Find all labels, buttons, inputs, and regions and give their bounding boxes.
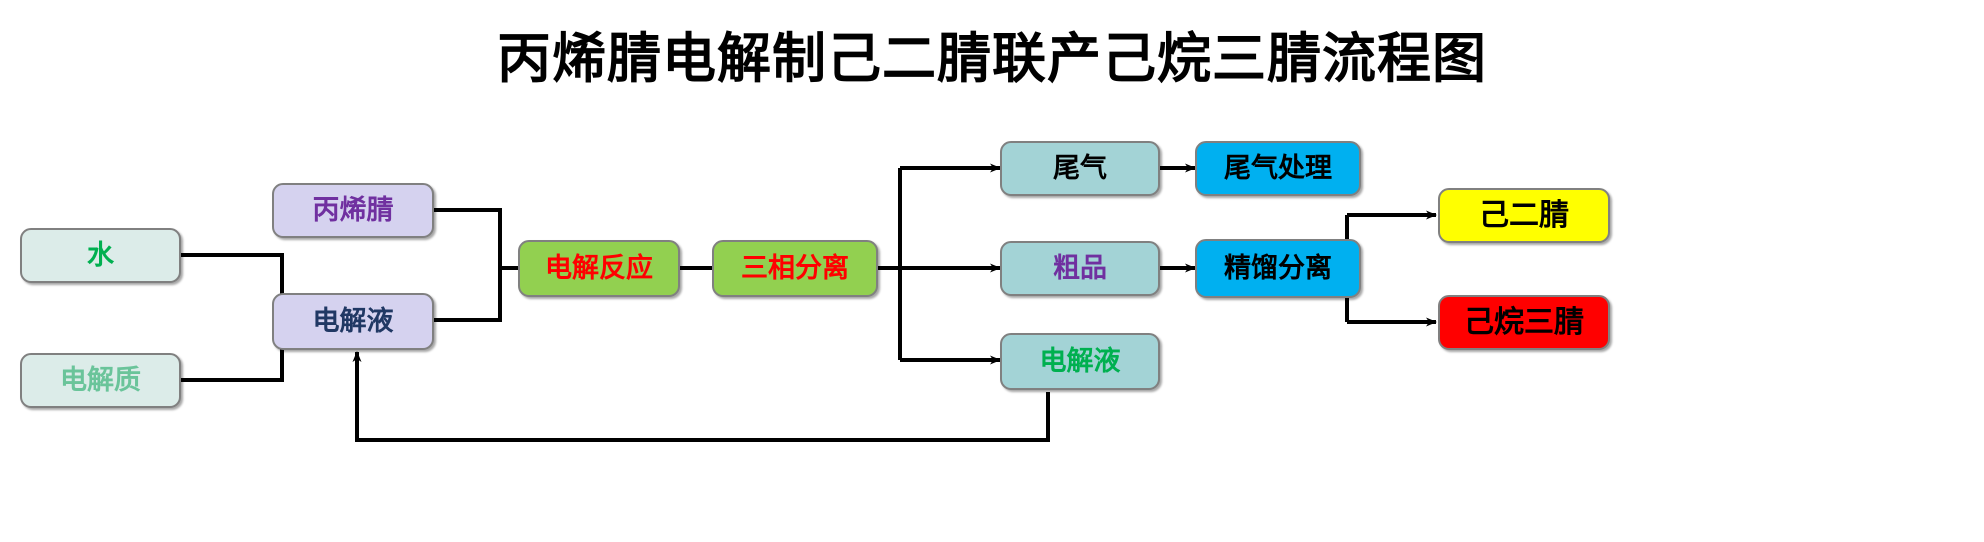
page-title: 丙烯腈电解制己二腈联产己烷三腈流程图 (497, 29, 1487, 89)
wire-electrolyte-liquid-to-bus (434, 268, 502, 322)
wire-recycle-loop (352, 351, 1050, 442)
wire-water-to-junction (181, 253, 284, 320)
node-water-label: 水 (87, 240, 114, 270)
node-electrolyte-label: 电解质 (60, 365, 141, 395)
node-electrolysis-label: 电解反应 (545, 253, 653, 283)
node-water[interactable]: 水 (20, 228, 181, 283)
node-tail-gas[interactable]: 尾气 (1000, 141, 1160, 196)
node-electrolyte-liquid-label: 电解液 (312, 306, 394, 336)
node-recycle-electrolyte[interactable]: 电解液 (1000, 333, 1160, 390)
node-electrolyte[interactable]: 电解质 (20, 353, 181, 408)
node-crude-label: 粗品 (1053, 253, 1107, 283)
node-acrylonitrile-label: 丙烯腈 (312, 195, 394, 225)
node-adiponitrile-label: 己二腈 (1479, 198, 1569, 232)
node-three-phase-label: 三相分离 (741, 253, 849, 283)
wire-acrylonitrile-to-bus (434, 208, 502, 268)
node-hexane-trinitrile-label: 己烷三腈 (1464, 305, 1584, 339)
node-electrolyte-liquid[interactable]: 电解液 (272, 293, 434, 350)
node-hexane-trinitrile[interactable]: 己烷三腈 (1438, 295, 1610, 350)
node-recycle-electrolyte-label: 电解液 (1039, 346, 1121, 376)
node-electrolysis[interactable]: 电解反应 (518, 240, 680, 297)
node-tail-gas-treatment[interactable]: 尾气处理 (1195, 141, 1361, 196)
node-crude[interactable]: 粗品 (1000, 241, 1160, 296)
node-three-phase[interactable]: 三相分离 (712, 240, 878, 297)
node-acrylonitrile[interactable]: 丙烯腈 (272, 183, 434, 238)
node-adiponitrile[interactable]: 己二腈 (1438, 188, 1610, 243)
node-tail-gas-label: 尾气 (1053, 153, 1107, 183)
wire-electrolyte-to-junction (181, 320, 284, 382)
node-distillation[interactable]: 精馏分离 (1195, 239, 1361, 298)
node-tail-gas-treatment-label: 尾气处理 (1224, 153, 1332, 183)
node-distillation-label: 精馏分离 (1224, 253, 1332, 283)
